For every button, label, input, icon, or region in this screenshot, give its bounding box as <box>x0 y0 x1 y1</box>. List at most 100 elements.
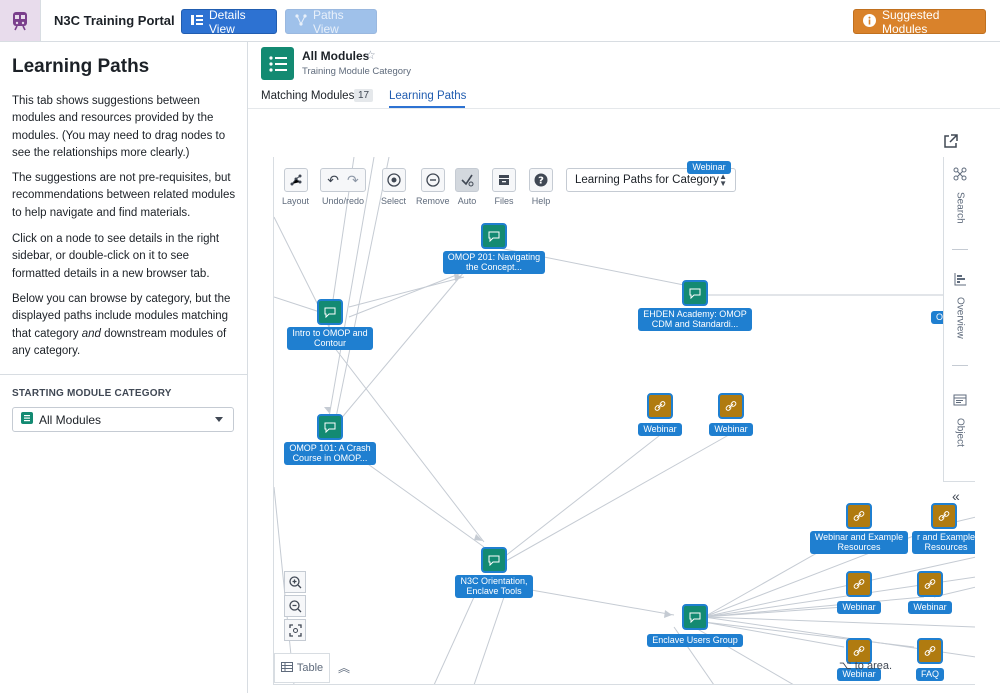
details-view-button[interactable]: Details View <box>181 7 277 36</box>
node-label: Webinar <box>687 161 731 174</box>
object-rail-label: Object <box>954 418 966 447</box>
chevron-up-double-icon[interactable]: ︽ <box>338 661 351 675</box>
divider <box>0 374 248 375</box>
auto-icon <box>455 168 479 192</box>
object-rail-tab[interactable]: Object <box>944 393 976 450</box>
layout-tool[interactable]: Layout <box>282 168 309 206</box>
module-icon <box>317 414 343 440</box>
undo-redo-icon: ↶↷ <box>320 168 366 192</box>
rail-divider <box>952 365 968 366</box>
graph-node[interactable]: Enclave Users Group <box>639 604 751 648</box>
files-tool[interactable]: Files <box>492 168 516 206</box>
list-icon <box>21 412 33 427</box>
undo-redo-label: Undo/redo <box>321 196 365 206</box>
undo-redo-tool[interactable]: ↶↷ Undo/redo <box>320 168 366 206</box>
node-label-line: Webinar and Example <box>814 532 904 542</box>
tab-matching-modules[interactable]: Matching Modules <box>261 90 355 102</box>
open-external-icon[interactable] <box>943 134 958 154</box>
node-label: O <box>931 311 945 324</box>
table-button[interactable]: Table <box>274 653 330 683</box>
top-bar: N3C Training Portal Details View Paths V… <box>0 0 1000 42</box>
tab-learning-paths[interactable]: Learning Paths <box>389 90 467 102</box>
files-icon <box>492 168 516 192</box>
node-label: FAQ <box>915 668 944 681</box>
graph-canvas[interactable]: Layout ↶↷ Undo/redo Select Remove Auto F… <box>273 157 975 685</box>
suggested-modules-button[interactable]: Suggested Modules <box>853 7 986 36</box>
graph-node[interactable]: Webinar <box>903 571 957 615</box>
graph-node[interactable]: Webinar <box>633 393 687 437</box>
overview-rail-label: Overview <box>954 297 966 339</box>
node-label: Webinar <box>638 423 682 436</box>
left-panel: Learning Paths This tab shows suggestion… <box>0 42 248 693</box>
select-label: Select <box>381 196 407 206</box>
help-label: Help <box>531 196 551 206</box>
module-icon <box>682 604 708 630</box>
right-rail: Search Overview Object <box>943 157 975 482</box>
zoom-out-icon[interactable] <box>284 595 306 617</box>
node-label-line: Contour <box>313 338 347 348</box>
table-label: Table <box>296 662 324 674</box>
category-value: All Modules <box>39 412 102 427</box>
collapse-rail-icon[interactable]: « <box>952 488 960 504</box>
help-tool[interactable]: ? Help <box>529 168 553 206</box>
module-icon <box>317 299 343 325</box>
link-icon <box>846 503 872 529</box>
node-label-line: CDM and Standardi... <box>651 319 739 329</box>
details-view-label: Details View <box>209 7 246 36</box>
node-label: Webinar <box>837 601 881 614</box>
graph-node[interactable]: N3C Orientation,Enclave Tools <box>446 547 542 599</box>
node-label: Webinar <box>709 423 753 436</box>
files-label: Files <box>494 196 514 206</box>
svg-text:?: ? <box>538 176 544 187</box>
select-tool[interactable]: Select <box>381 168 406 206</box>
graph-node[interactable]: Webinar <box>669 157 749 175</box>
remove-tool[interactable]: Remove <box>416 168 450 206</box>
click-node-paragraph: Click on a node to see details in the ri… <box>12 233 220 280</box>
fit-view-icon[interactable] <box>284 619 306 641</box>
graph-hint-start: ⌥ to <box>839 660 864 672</box>
overview-rail-tab[interactable]: Overview <box>944 272 976 342</box>
table-icon <box>280 661 293 675</box>
overview-icon <box>944 272 976 289</box>
tabs-divider <box>248 108 1000 109</box>
category-select[interactable]: All Modules <box>12 407 234 432</box>
search-icon <box>944 167 976 184</box>
graph-node[interactable]: Webinar <box>704 393 758 437</box>
module-icon <box>481 223 507 249</box>
graph-hint-end: area. <box>866 660 893 672</box>
suggested-modules-label: Suggested Modules <box>882 7 940 36</box>
auto-tool[interactable]: Auto <box>455 168 479 206</box>
link-icon <box>917 571 943 597</box>
graph-node[interactable]: FAQ <box>903 638 957 682</box>
paths-view-button[interactable]: Paths View <box>285 7 377 36</box>
graph-node[interactable]: O <box>931 307 945 325</box>
help-icon: ? <box>529 168 553 192</box>
graph-node[interactable]: Webinar <box>832 571 886 615</box>
node-label-line: Resources <box>924 542 968 552</box>
paths-view-label: Paths View <box>313 7 344 36</box>
node-label-line: the Concept... <box>465 262 523 272</box>
paths-icon <box>295 14 307 29</box>
graph-node[interactable]: Webinar <box>832 638 886 682</box>
search-rail-tab[interactable]: Search <box>944 167 976 227</box>
link-icon <box>647 393 673 419</box>
suggestions-paragraph: The suggestions are not pre-requisites, … <box>12 172 236 219</box>
module-icon <box>481 547 507 573</box>
star-icon[interactable]: ☆ <box>365 48 376 62</box>
train-icon[interactable] <box>0 0 41 41</box>
node-label-line: OMOP 201: Navigating <box>447 252 541 262</box>
zoom-in-icon[interactable] <box>284 571 306 593</box>
link-icon <box>917 638 943 664</box>
graph-hint: ⌥ to area. <box>839 659 892 672</box>
